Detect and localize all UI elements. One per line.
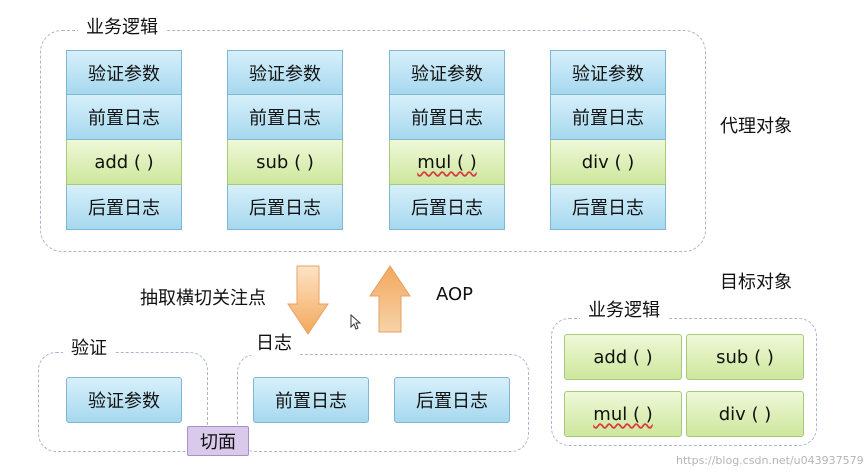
log-aspect-label: 日志 [248, 333, 300, 355]
method-add-cell: add ( ) [66, 140, 182, 185]
validate-aspect-group [38, 352, 208, 452]
target-method-div: div ( ) [686, 391, 804, 437]
pre-log-cell: 前置日志 [550, 95, 666, 140]
proxy-business-logic-group [40, 30, 706, 252]
target-method-mul: mul ( ) [564, 391, 682, 437]
proxy-group-label: 业务逻辑 [78, 17, 166, 39]
method-mul-cell: mul ( ) [389, 140, 505, 185]
mouse-cursor-icon [350, 313, 362, 330]
validate-params-box: 验证参数 [66, 377, 182, 423]
proxy-object-label: 代理对象 [720, 116, 792, 137]
target-method-mul-label: mul ( ) [593, 403, 653, 425]
post-log-cell: 后置日志 [550, 185, 666, 230]
watermark-text: https://blog.csdn.net/u043937579 [676, 454, 864, 467]
post-log-cell: 后置日志 [227, 185, 343, 230]
pre-log-box: 前置日志 [253, 377, 369, 423]
target-method-add: add ( ) [564, 334, 682, 380]
aspect-tag: 切面 [187, 426, 249, 456]
validate-params-cell: 验证参数 [227, 50, 343, 95]
post-log-cell: 后置日志 [389, 185, 505, 230]
proxy-column-mul: 验证参数 前置日志 mul ( ) 后置日志 [389, 50, 505, 230]
pre-log-cell: 前置日志 [389, 95, 505, 140]
target-group-label: 业务逻辑 [580, 300, 668, 322]
log-aspect-group [237, 354, 529, 452]
validate-aspect-label: 验证 [63, 338, 115, 360]
proxy-column-add: 验证参数 前置日志 add ( ) 后置日志 [66, 50, 182, 230]
down-arrow-icon [287, 265, 329, 335]
extract-crosscutting-label: 抽取横切关注点 [140, 288, 266, 309]
method-div-cell: div ( ) [550, 140, 666, 185]
target-business-logic-group [551, 318, 817, 446]
pre-log-cell: 前置日志 [66, 95, 182, 140]
validate-params-cell: 验证参数 [550, 50, 666, 95]
post-log-cell: 后置日志 [66, 185, 182, 230]
method-sub-cell: sub ( ) [227, 140, 343, 185]
target-method-sub: sub ( ) [686, 334, 804, 380]
proxy-column-sub: 验证参数 前置日志 sub ( ) 后置日志 [227, 50, 343, 230]
method-mul-label: mul ( ) [417, 151, 477, 173]
post-log-box: 后置日志 [394, 377, 510, 423]
up-arrow-icon [369, 265, 411, 333]
validate-params-cell: 验证参数 [389, 50, 505, 95]
target-object-label: 目标对象 [720, 272, 792, 293]
proxy-column-div: 验证参数 前置日志 div ( ) 后置日志 [550, 50, 666, 230]
validate-params-cell: 验证参数 [66, 50, 182, 95]
aop-label: AOP [436, 284, 474, 305]
pre-log-cell: 前置日志 [227, 95, 343, 140]
